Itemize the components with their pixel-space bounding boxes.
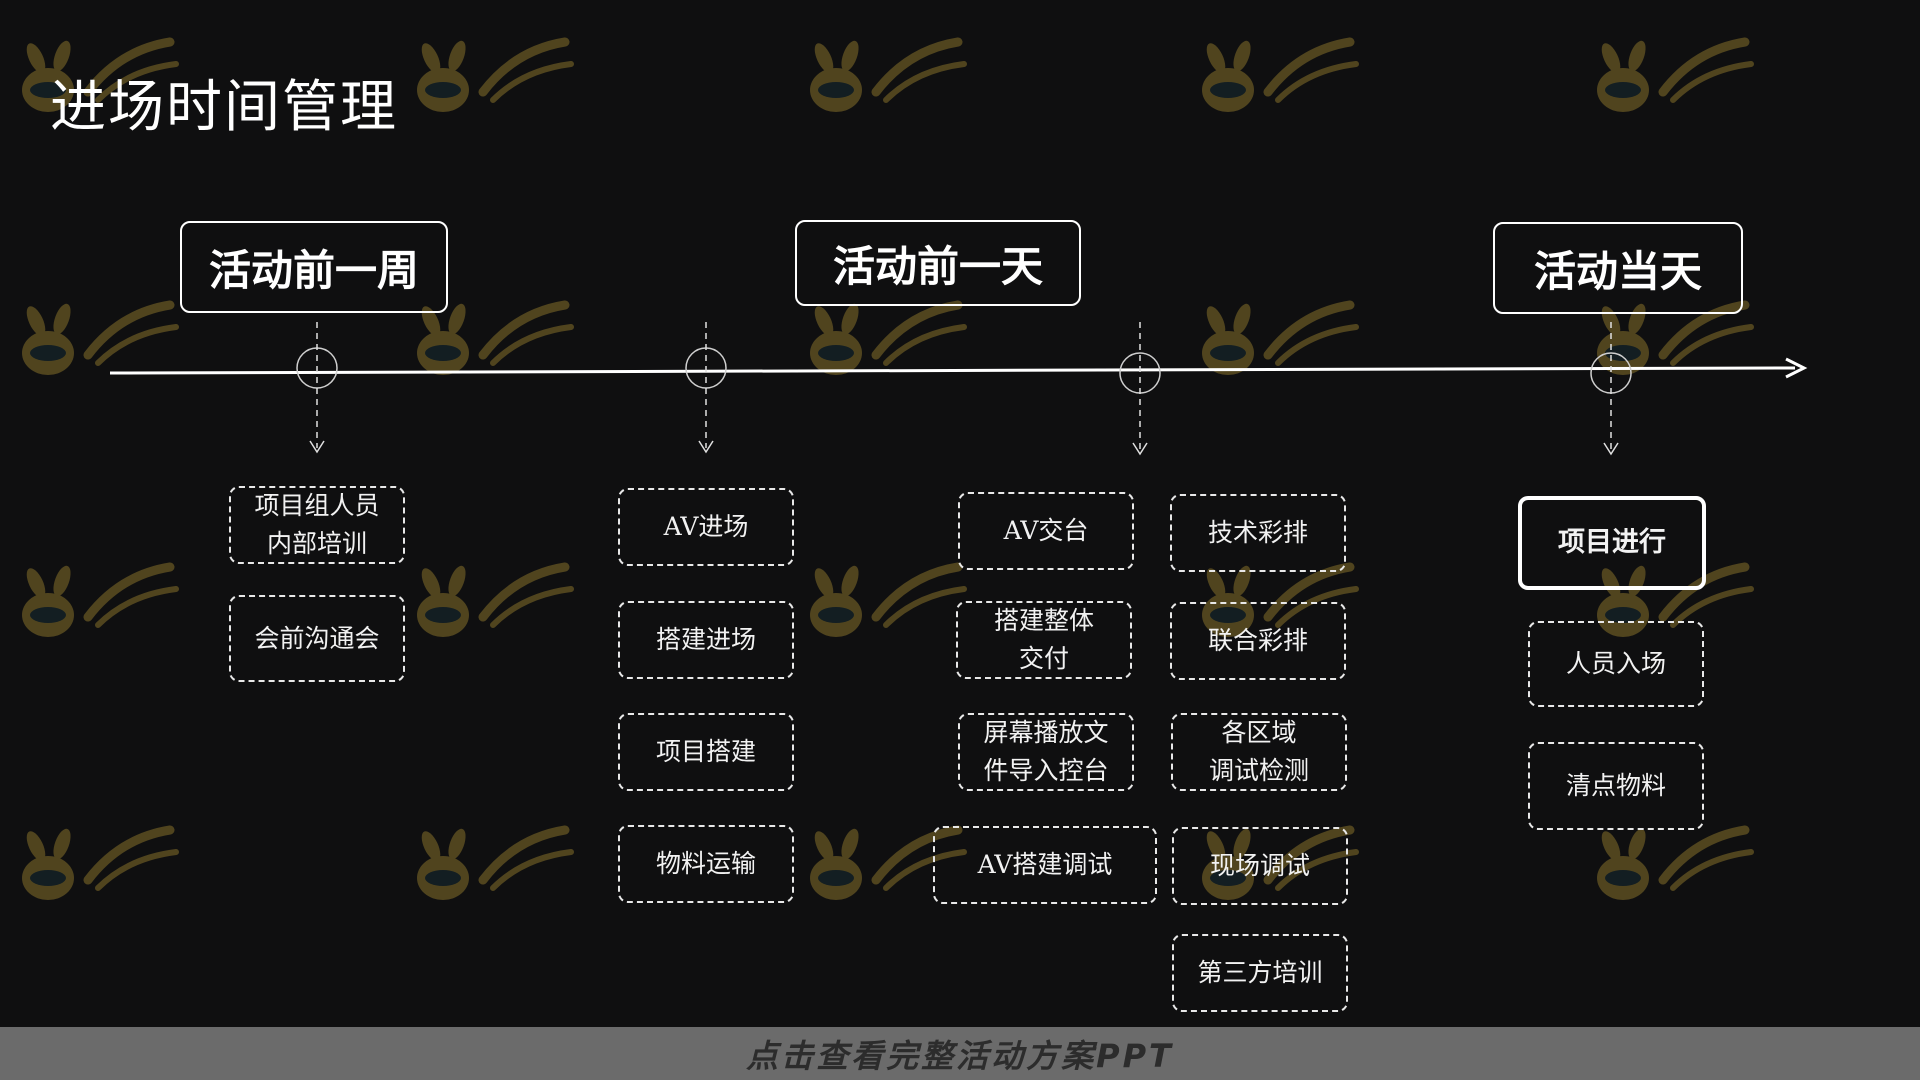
phase-box-day-before: 活动前一天 bbox=[795, 220, 1081, 306]
task-project-build: 项目搭建 bbox=[618, 713, 794, 791]
phase-box-week: 活动前一周 bbox=[180, 221, 448, 313]
task-staff-entry: 人员入场 bbox=[1528, 621, 1704, 707]
footer-cta-text[interactable]: 点击查看完整活动方案PPT bbox=[746, 1036, 1174, 1075]
page-title: 进场时间管理 bbox=[50, 75, 398, 140]
footer-cta-bar[interactable]: 点击查看完整活动方案PPT bbox=[0, 1027, 1920, 1080]
task-project-run: 项目进行 bbox=[1518, 496, 1706, 590]
task-site-debug: 现场调试 bbox=[1172, 827, 1348, 905]
task-team-training: 项目组人员 内部培训 bbox=[229, 486, 405, 564]
task-av-handover: AV交台 bbox=[958, 492, 1134, 570]
arrow-right-icon bbox=[1785, 357, 1808, 379]
phase-box-day-of: 活动当天 bbox=[1493, 222, 1743, 314]
task-joint-rehearsal: 联合彩排 bbox=[1170, 602, 1346, 680]
milestone-day-before bbox=[1119, 322, 1161, 456]
milestone-week bbox=[296, 322, 338, 454]
task-tech-rehearsal: 技术彩排 bbox=[1170, 494, 1346, 572]
task-av-build-debug: AV搭建调试 bbox=[933, 826, 1157, 904]
timeline-axis bbox=[109, 366, 1796, 375]
task-pre-meeting: 会前沟通会 bbox=[229, 595, 405, 682]
task-screen-file-import: 屏幕播放文 件导入控台 bbox=[958, 713, 1134, 791]
task-inventory-check: 清点物料 bbox=[1528, 742, 1704, 830]
task-build-entry: 搭建进场 bbox=[618, 601, 794, 679]
task-material-transport: 物料运输 bbox=[618, 825, 794, 903]
milestone-day-of bbox=[1590, 322, 1632, 456]
task-zone-testing: 各区域 调试检测 bbox=[1171, 713, 1347, 791]
task-third-party-training: 第三方培训 bbox=[1172, 934, 1348, 1012]
task-build-delivery: 搭建整体 交付 bbox=[956, 601, 1132, 679]
milestone-av-build bbox=[685, 322, 727, 454]
task-av-entry: AV进场 bbox=[618, 488, 794, 566]
